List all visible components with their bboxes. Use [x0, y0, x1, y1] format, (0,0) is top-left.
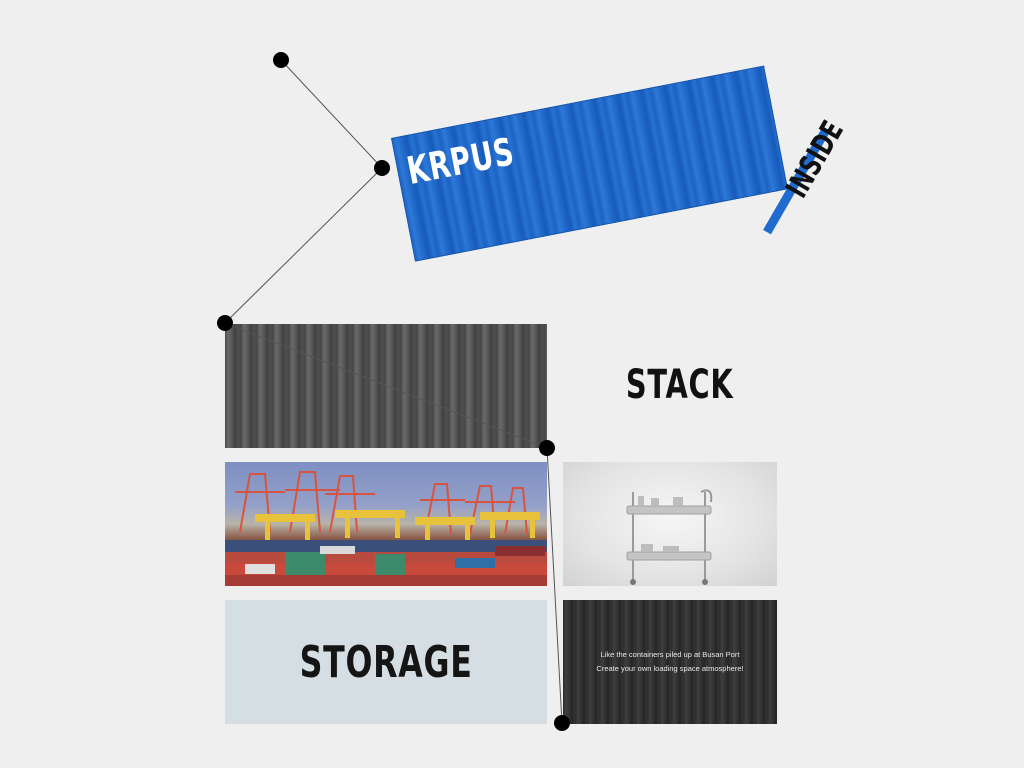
storage-label: STORAGE	[299, 636, 473, 688]
connector-line-d	[546, 447, 563, 724]
stack-label-wrap: STACK	[605, 362, 735, 408]
stack-label: STACK	[625, 362, 734, 408]
node-dot	[273, 52, 289, 68]
caption-line-1: Like the containers piled up at Busan Po…	[600, 650, 740, 659]
connector-line-a	[280, 59, 383, 169]
busan-port-photo	[225, 462, 547, 586]
caption-tile: Like the containers piled up at Busan Po…	[563, 600, 777, 724]
caption-line-2: Create your own loading space atmosphere…	[596, 664, 744, 673]
inside-label: INSIDE	[779, 115, 851, 204]
node-dot	[374, 160, 390, 176]
connector-line-b	[224, 167, 383, 324]
grey-container-tile	[225, 324, 547, 448]
storage-cart-photo	[563, 462, 777, 586]
blue-container-banner: KRPUS	[391, 65, 789, 262]
storage-tile: STORAGE	[225, 600, 547, 724]
